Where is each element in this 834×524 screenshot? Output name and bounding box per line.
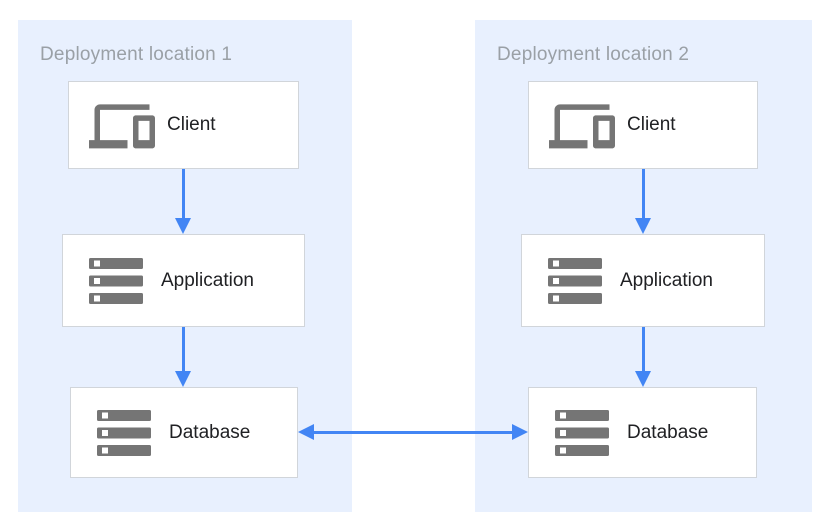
panel-title: Deployment location 2	[497, 44, 690, 65]
node-client-2: Client	[528, 81, 758, 169]
arrow-application2-to-database2	[642, 327, 645, 373]
node-client-1: Client	[68, 81, 299, 169]
node-database-2: Database	[528, 387, 757, 478]
node-label: Application	[620, 269, 713, 291]
arrow-down-head-icon	[635, 371, 651, 387]
node-label: Application	[161, 269, 254, 291]
arrow-right-head-icon	[512, 424, 528, 440]
arrow-database1-database2-sync	[312, 431, 514, 434]
node-application-2: Application	[521, 234, 765, 327]
arrow-down-head-icon	[175, 371, 191, 387]
node-label: Database	[627, 421, 709, 443]
node-application-1: Application	[62, 234, 305, 327]
arrow-client2-to-application2	[642, 169, 645, 220]
arrow-client1-to-application1	[182, 169, 185, 220]
panel-title: Deployment location 1	[40, 44, 233, 65]
server-stack-icon	[83, 257, 149, 304]
server-stack-icon	[91, 409, 157, 456]
server-stack-icon	[549, 409, 615, 456]
devices-icon	[549, 96, 615, 154]
arrow-application1-to-database1	[182, 327, 185, 373]
arrow-left-head-icon	[298, 424, 314, 440]
node-database-1: Database	[70, 387, 298, 478]
arrow-down-head-icon	[175, 218, 191, 234]
arrow-down-head-icon	[635, 218, 651, 234]
node-label: Database	[169, 421, 251, 443]
server-stack-icon	[542, 257, 608, 304]
devices-icon	[89, 96, 155, 154]
node-label: Client	[627, 114, 676, 135]
node-label: Client	[167, 114, 216, 135]
